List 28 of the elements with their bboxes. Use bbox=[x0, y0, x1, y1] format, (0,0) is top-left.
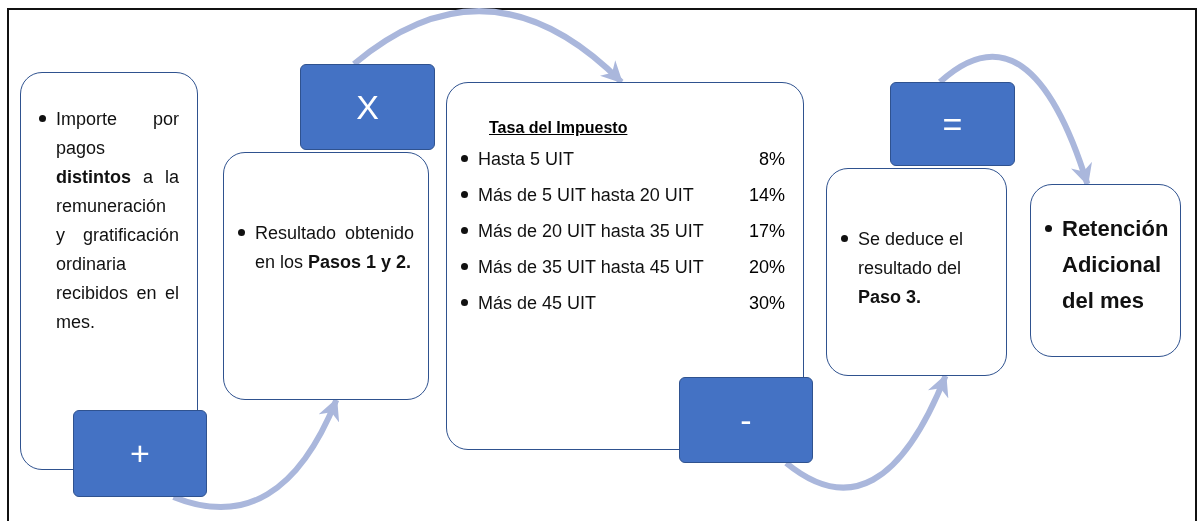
tax-rate: 20% bbox=[748, 256, 785, 279]
curved-arrow bbox=[172, 398, 340, 510]
rate-range: Más de 20 UIT hasta 35 UIT bbox=[478, 220, 704, 243]
table-heading: Tasa del Impuesto bbox=[489, 119, 629, 137]
step-card bbox=[826, 168, 1007, 376]
step-card bbox=[446, 82, 804, 450]
tax-rate: 14% bbox=[748, 184, 785, 207]
operator-box: X bbox=[300, 64, 435, 150]
curved-arrow bbox=[784, 374, 949, 491]
operator-box: + bbox=[73, 410, 207, 497]
tax-rate: 17% bbox=[748, 220, 785, 243]
step-text: Se deduce el resultado del Paso 3. bbox=[858, 228, 965, 309]
step-text: Importe por pagos distintos a la remuneración y gratificación ordinaria recibidos en el mes. bbox=[56, 108, 179, 334]
step-card bbox=[20, 72, 198, 470]
curved-arrow bbox=[938, 53, 1092, 187]
rate-range: Más de 45 UIT bbox=[478, 292, 597, 315]
step-text: Resultado obtenido en los Pasos 1 y 2. bbox=[255, 222, 414, 274]
tax-rate: 8% bbox=[758, 148, 785, 171]
tax-rate: 30% bbox=[748, 292, 785, 315]
rate-range: Hasta 5 UIT bbox=[478, 148, 575, 171]
step-card bbox=[1030, 184, 1181, 357]
rate-range: Más de 5 UIT hasta 20 UIT bbox=[478, 184, 694, 207]
rate-range: Más de 35 UIT hasta 45 UIT bbox=[478, 256, 704, 279]
step-text: Retención Adicional del mes bbox=[1062, 215, 1170, 315]
operator-box: = bbox=[890, 82, 1015, 166]
curved-arrow bbox=[352, 8, 624, 85]
operator-box: - bbox=[679, 377, 813, 463]
step-card bbox=[223, 152, 429, 400]
